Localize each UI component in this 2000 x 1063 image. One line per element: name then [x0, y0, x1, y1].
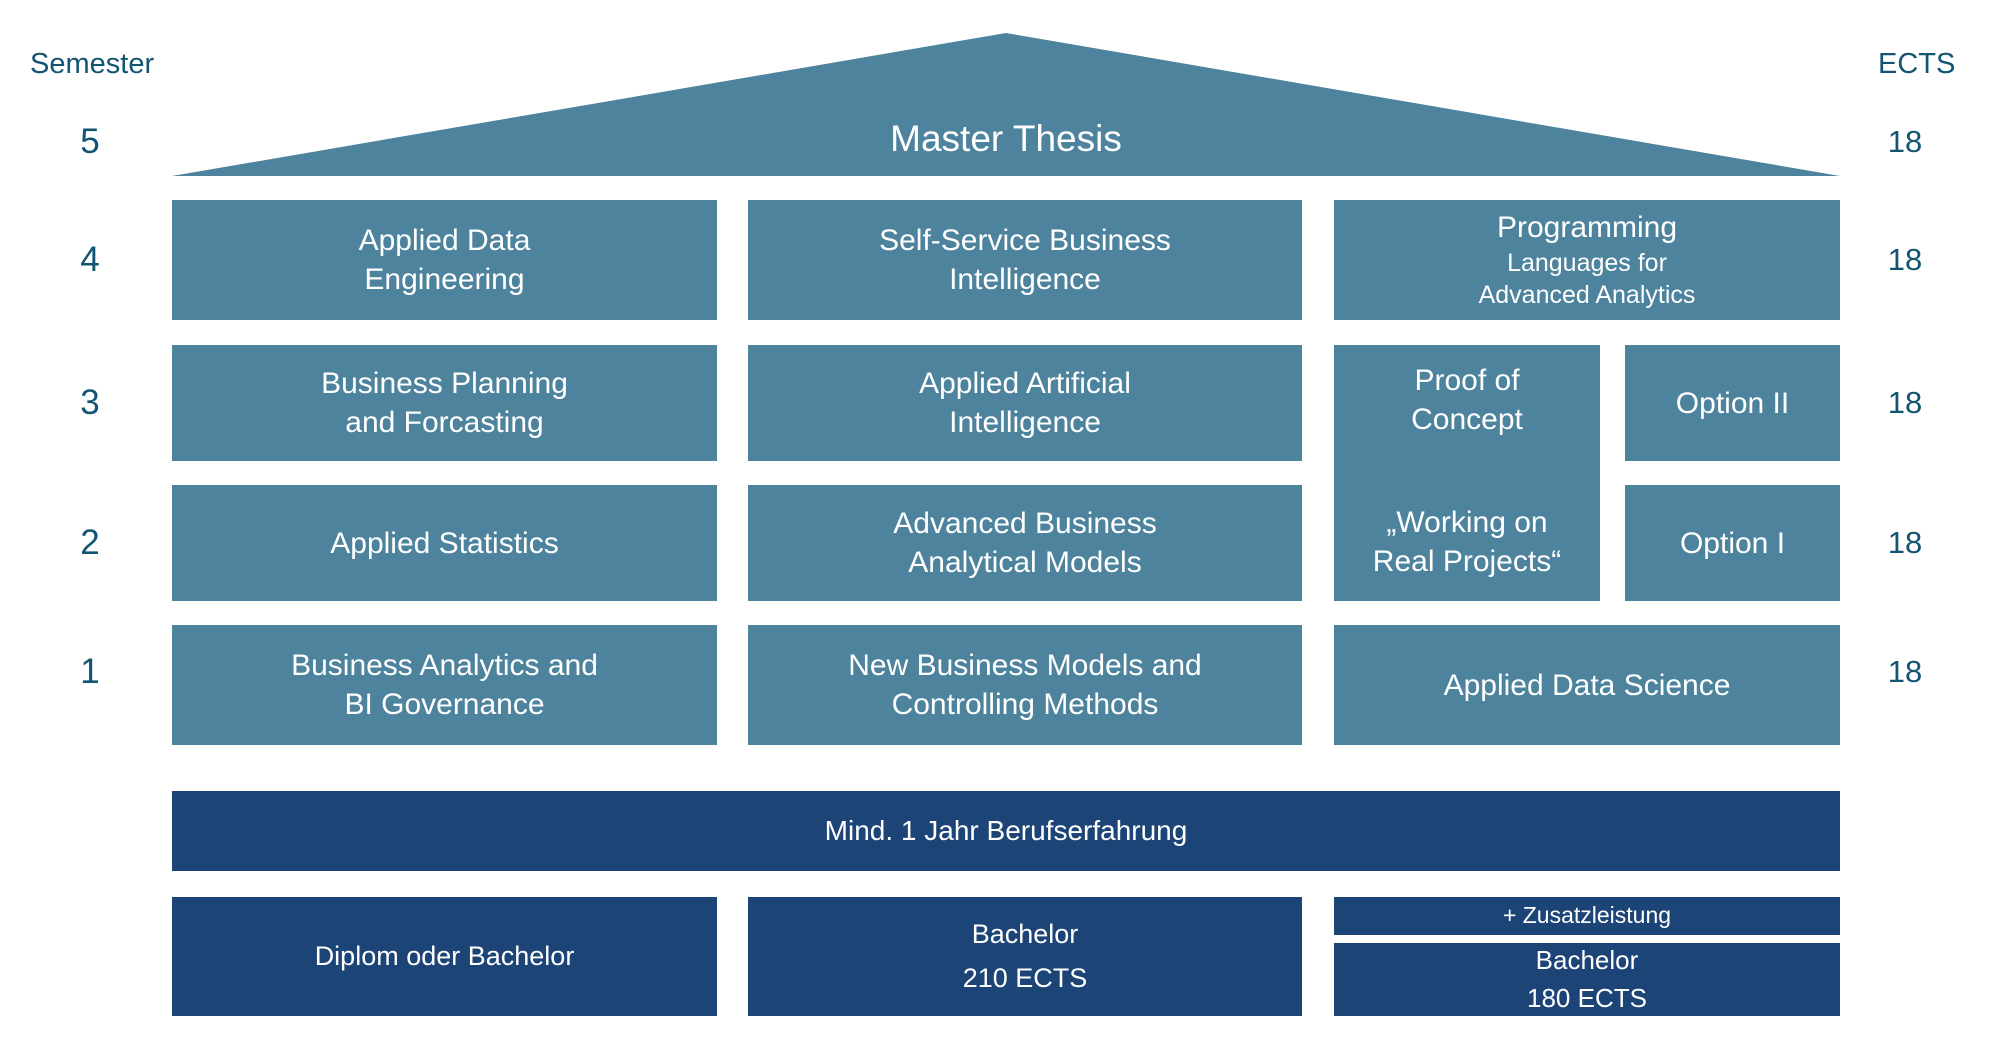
ects-value-row1: 18 — [1887, 654, 1923, 689]
course-business-analytics-bi-governance: Business Analytics and BI Governance — [172, 625, 717, 745]
ects-value-row4: 18 — [1887, 242, 1923, 277]
work-experience-bar: Mind. 1 Jahr Berufserfahrung — [172, 791, 1840, 871]
working-on-real-projects-label: „Working on Real Projects“ — [1372, 506, 1562, 578]
ects-value-row5: 18 — [1887, 124, 1923, 159]
course-advanced-business-analytical-models: Advanced Business Analytical Models — [748, 485, 1302, 601]
semester-number-4: 4 — [80, 240, 100, 279]
ects-value-row3: 18 — [1887, 385, 1923, 420]
semester-number-5: 5 — [80, 122, 100, 161]
semester-axis-title: Semester — [30, 48, 155, 80]
course-option-2: Option II — [1625, 345, 1840, 461]
course-applied-statistics: Applied Statistics — [172, 485, 717, 601]
semester-number-1: 1 — [80, 652, 100, 691]
course-applied-data-engineering: Applied Data Engineering — [172, 200, 717, 320]
course-programming-languages-title: Programming — [1496, 211, 1678, 245]
semester-number-2: 2 — [80, 523, 100, 562]
semester-number-3: 3 — [80, 383, 100, 422]
course-programming-languages: Programming Languages for Advanced Analy… — [1334, 200, 1840, 320]
entry-bachelor-210-ects: Bachelor 210 ECTS — [748, 897, 1302, 1016]
course-option-1: Option I — [1625, 485, 1840, 601]
course-programming-languages-subtitle: Languages for Advanced Analytics — [1478, 248, 1696, 309]
course-new-business-models-controlling: New Business Models and Controlling Meth… — [748, 625, 1302, 745]
course-applied-data-science: Applied Data Science — [1334, 625, 1840, 745]
entry-bachelor-180-ects: Bachelor 180 ECTS — [1334, 943, 1840, 1016]
course-self-service-bi: Self-Service Business Intelligence — [748, 200, 1302, 320]
proof-of-concept-label: Proof of Concept — [1411, 364, 1523, 436]
master-thesis-label: Master Thesis — [890, 118, 1122, 159]
course-applied-artificial-intelligence: Applied Artificial Intelligence — [748, 345, 1302, 461]
entry-diplom-oder-bachelor: Diplom oder Bachelor — [172, 897, 717, 1016]
entry-zusatzleistung-bar: + Zusatzleistung — [1334, 897, 1840, 935]
ects-value-row2: 18 — [1887, 525, 1923, 560]
course-proof-of-concept: Proof of Concept „Working on Real Projec… — [1334, 345, 1600, 601]
course-business-planning-forcasting: Business Planning and Forcasting — [172, 345, 717, 461]
master-thesis-roof: Master Thesis — [172, 33, 1840, 176]
ects-axis-title: ECTS — [1878, 48, 1956, 80]
